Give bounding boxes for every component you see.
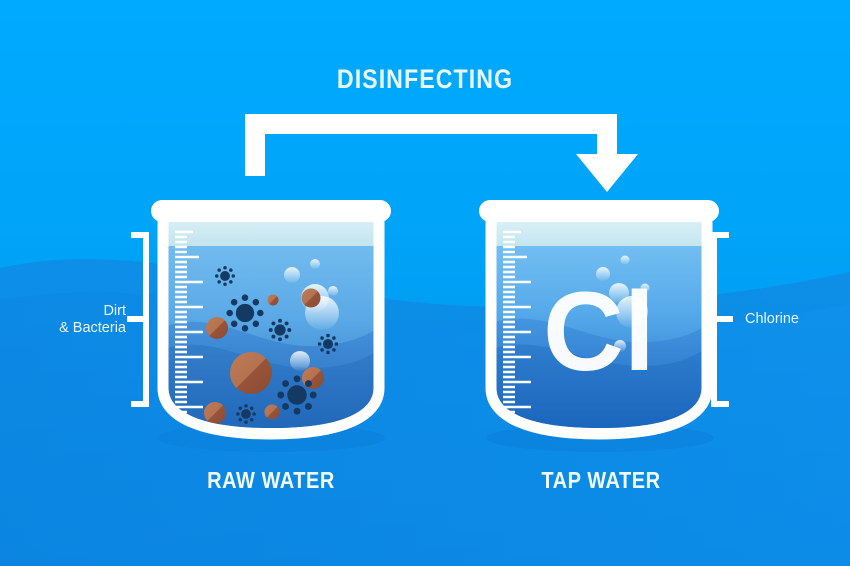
beaker-rim [479,200,719,222]
label-dirt-bacteria: Dirt & Bacteria [8,303,126,337]
bracket-dirt-bacteria [127,232,149,407]
chlorine-symbol: Cl [543,269,655,394]
beaker-tap-water[interactable]: Cl [473,198,725,446]
label-chlorine: Chlorine [745,311,799,327]
beaker-rim [151,200,391,222]
beaker-scale-raw [175,230,203,419]
process-arrow [245,114,638,192]
bacteria-particles [214,265,339,424]
bracket-chlorine [711,232,733,407]
label-dirt-line1: Dirt [103,303,126,319]
caption-raw-water: RAW WATER [207,467,335,493]
beaker-raw-water[interactable] [145,198,397,446]
page-title: DISINFECTING [336,64,514,94]
beaker-water-raw [167,220,375,428]
beaker-outline [485,210,713,440]
caption-tap-water: TAP WATER [541,467,661,493]
label-dirt-line2: & Bacteria [59,320,126,336]
beaker-outline [157,210,385,440]
dirt-particles [204,288,324,424]
bubbles-tap [596,255,650,352]
beaker-water-tap: Cl [495,220,703,428]
